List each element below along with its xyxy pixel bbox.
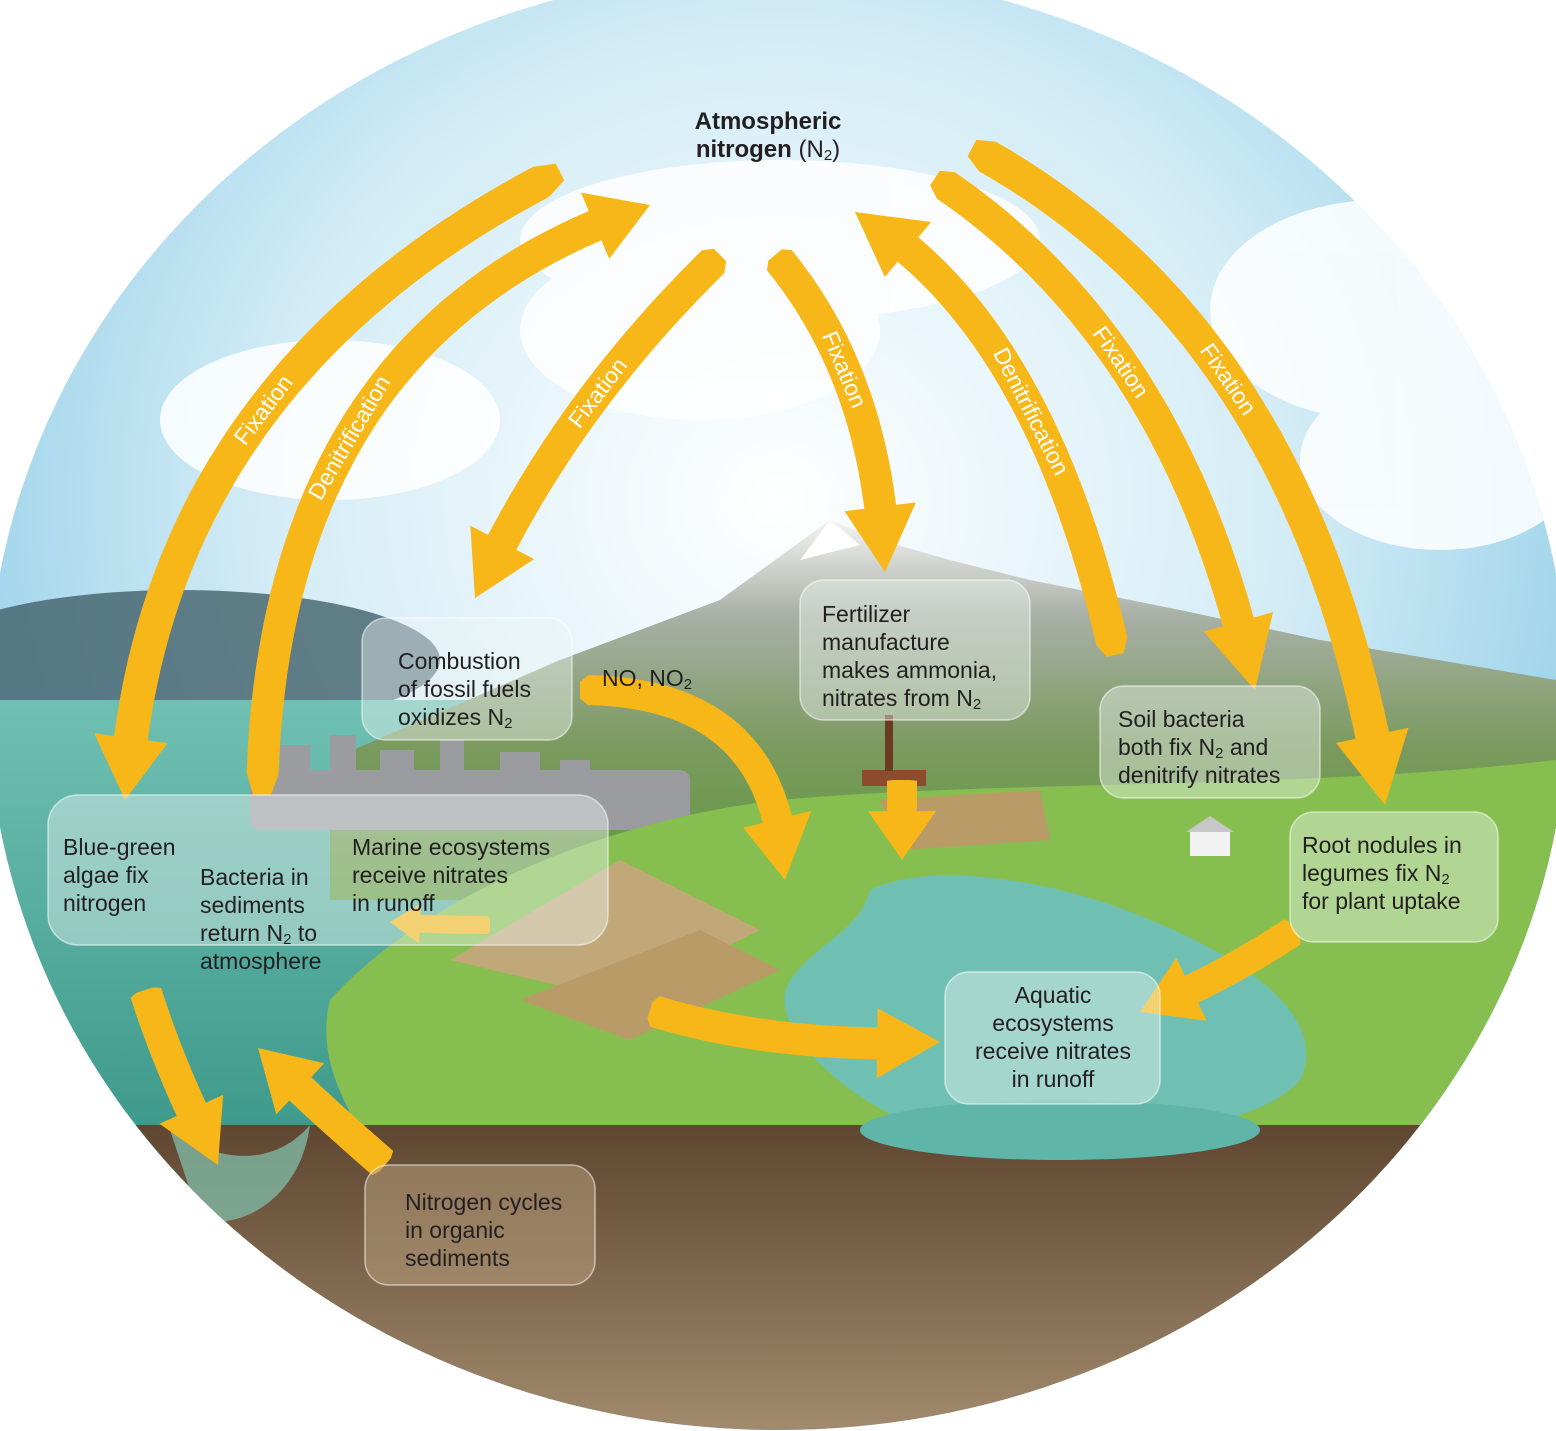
atmospheric-nitrogen-title: Atmospheric nitrogen (N2) — [665, 108, 871, 164]
arrow-to-marine — [390, 903, 490, 944]
no-no2-sub: 2 — [683, 676, 693, 693]
title-close: ) — [832, 136, 841, 163]
label-fertilizer: Fertilizer manufacture makes ammonia, ni… — [822, 600, 997, 712]
title-sub: 2 — [823, 147, 833, 164]
fertilizer-sub: 2 — [972, 696, 982, 713]
arrow-denitrification-right — [855, 212, 1128, 657]
label-blue-green-algae: Blue-green algae fix nitrogen — [63, 833, 176, 917]
field — [880, 790, 1050, 850]
algae-line1: Blue-green — [63, 834, 176, 860]
no-no2-text: NO, NO — [602, 665, 684, 691]
sediment-line4: atmosphere — [200, 948, 322, 974]
organic-line2: in organic — [405, 1217, 505, 1243]
combustion-line1: Combustion — [398, 648, 521, 674]
combustion-sub: 2 — [504, 715, 513, 732]
arrow-down-left-sea — [130, 987, 224, 1165]
combustion-line2: of fossil fuels — [398, 676, 531, 702]
arrow-fixation-far-right — [967, 139, 1409, 806]
marine-line3: in runoff — [352, 890, 435, 916]
organic-line3: sediments — [405, 1245, 510, 1271]
nodules-sub: 2 — [1441, 871, 1450, 888]
aquatic-line3: receive nitrates — [975, 1038, 1131, 1064]
sediment-line3: return N — [200, 920, 284, 946]
arrow-fixation-fertilizer — [766, 249, 916, 573]
label-organic-sediments: Nitrogen cycles in organic sediments — [405, 1188, 562, 1272]
algae-line2: algae fix — [63, 862, 149, 888]
label-boxes — [47, 579, 1499, 1286]
soil-line1: Soil bacteria — [1118, 706, 1245, 732]
title-bold: nitrogen — [695, 136, 792, 163]
lake-bed — [860, 1100, 1260, 1160]
algae-line3: nitrogen — [63, 890, 147, 916]
label-soil-bacteria: Soil bacteria both fix N2 and denitrify … — [1118, 705, 1280, 789]
combustion-line3: oxidizes N — [398, 704, 505, 730]
field — [520, 930, 780, 1040]
nodules-line2: legumes fix N — [1302, 860, 1442, 886]
lake — [784, 875, 1307, 1140]
fertilizer-line4: nitrates from N — [822, 685, 973, 711]
snow-cap — [800, 520, 860, 560]
fertilizer-line2: manufacture — [822, 629, 950, 655]
aquatic-line2: ecosystems — [992, 1010, 1114, 1036]
marine-line1: Marine ecosystems — [352, 834, 551, 860]
storm-cloud — [0, 590, 440, 730]
label-aquatic-ecosystems: Aquatic ecosystems receive nitrates in r… — [948, 981, 1158, 1093]
arrow-factory-down — [868, 780, 936, 860]
sediment-line1: Bacteria in — [200, 864, 309, 890]
organic-line1: Nitrogen cycles — [405, 1189, 563, 1215]
arrow-denitrification-left — [246, 192, 650, 796]
city — [250, 735, 690, 830]
arrow-no-no2 — [580, 675, 812, 880]
arrow-fixation-combustion — [470, 248, 727, 598]
aquatic-line1: Aquatic — [1014, 982, 1092, 1008]
fertilizer-line3: makes ammonia, — [822, 657, 998, 683]
farm-building — [1186, 816, 1234, 856]
soil-line2: both fix N — [1118, 734, 1216, 760]
nodules-line3: for plant uptake — [1302, 888, 1461, 914]
arrow-fixation-soil — [930, 170, 1273, 690]
arrow-root-to-aquatic — [1140, 919, 1301, 1021]
marine-line2: receive nitrates — [352, 862, 508, 888]
fertilizer-line1: Fertilizer — [822, 601, 911, 627]
arrow-fixation-far-left — [94, 163, 565, 800]
arrows-layer — [94, 139, 1409, 1176]
label-marine-ecosystems: Marine ecosystems receive nitrates in ru… — [352, 833, 550, 917]
arrow-up-from-sediments — [258, 1048, 394, 1176]
label-no-no2: NO, NO2 — [602, 664, 692, 692]
label-combustion: Combustion of fossil fuels oxidizes N2 — [398, 647, 531, 731]
nodules-line1: Root nodules in — [1302, 832, 1462, 858]
aquatic-line4: in runoff — [1011, 1066, 1095, 1092]
sediment-line2: sediments — [200, 892, 305, 918]
title-line1: Atmospheric — [694, 108, 842, 135]
arrow-land-to-aquatic — [647, 996, 940, 1079]
label-sediment-bacteria: Bacteria in sediments return N2 to atmos… — [200, 863, 321, 975]
soil-sub: 2 — [1215, 745, 1224, 762]
soil-line2-end: and — [1223, 734, 1269, 760]
label-root-nodules: Root nodules in legumes fix N2 for plant… — [1302, 831, 1462, 915]
sediment-line3-end: to — [291, 920, 318, 946]
soil-line3: denitrify nitrates — [1118, 762, 1281, 788]
title-formula: (N — [791, 136, 824, 163]
sediment-sub: 2 — [283, 931, 292, 948]
